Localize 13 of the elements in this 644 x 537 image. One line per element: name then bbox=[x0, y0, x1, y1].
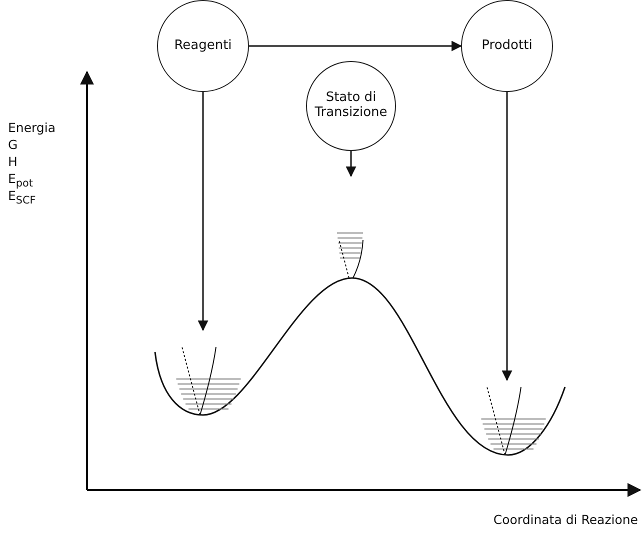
arrow bbox=[346, 151, 356, 178]
axis-label: E$_{pot}$ bbox=[8, 171, 33, 190]
axis-label: H bbox=[8, 154, 18, 169]
arrow bbox=[198, 92, 208, 332]
arrow bbox=[249, 40, 462, 52]
products-circle: Prodotti bbox=[461, 0, 553, 92]
axis-label: G bbox=[8, 137, 18, 152]
axis-label: Coordinata di Reazione bbox=[493, 512, 638, 527]
reactants-circle: Reagenti bbox=[157, 0, 249, 92]
arrow bbox=[502, 92, 512, 382]
axis-label: E$_{SCF}$ bbox=[8, 188, 36, 206]
axis-label: Energia bbox=[8, 120, 56, 135]
transition-state-circle: Stato di Transizione bbox=[306, 61, 396, 151]
